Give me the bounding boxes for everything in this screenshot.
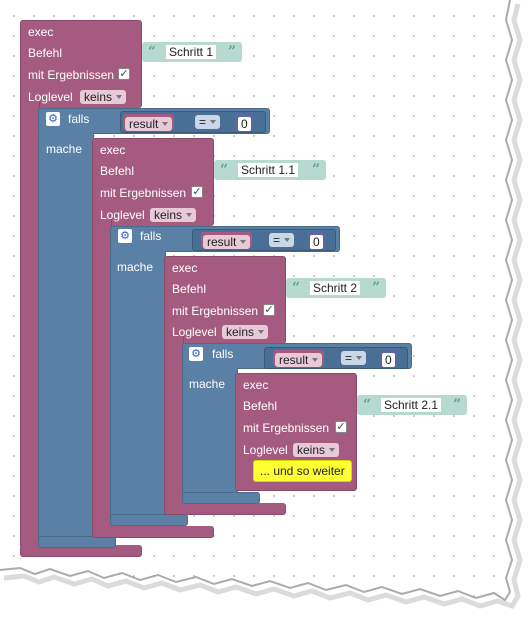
loglevel-dropdown[interactable]: keins — [150, 208, 197, 222]
gear-icon[interactable]: ⚙ — [189, 347, 203, 361]
mit-ergebnissen-label: mit Ergebnissen — [28, 68, 115, 82]
operator-dropdown[interactable]: = — [341, 351, 367, 365]
loglevel-label: Loglevel — [243, 443, 288, 457]
command-text-3[interactable]: Schritt 2 — [310, 281, 361, 295]
number-block-1[interactable]: 0 — [235, 114, 254, 131]
befehl-label: Befehl — [28, 46, 63, 60]
checkbox-checked-icon[interactable]: ✓ — [191, 186, 203, 198]
checkbox-checked-icon[interactable]: ✓ — [335, 421, 347, 433]
number-value[interactable]: 0 — [382, 353, 395, 367]
quote-open-icon: “ — [220, 162, 229, 178]
mache-label: mache — [117, 260, 154, 274]
if-block-2-bottom — [110, 514, 188, 526]
if-block-2-spine — [110, 250, 166, 526]
variable-dropdown[interactable]: result — [203, 235, 251, 249]
exec-block-2-spine — [92, 218, 112, 534]
number-value[interactable]: 0 — [238, 117, 251, 131]
quote-close-icon: ” — [371, 280, 380, 296]
quote-close-icon: ” — [227, 44, 236, 60]
loglevel-label: Loglevel — [28, 90, 73, 104]
mit-ergebnissen-label: mit Ergebnissen — [100, 186, 187, 200]
command-string-3[interactable]: “ Schritt 2 ” — [286, 278, 386, 298]
exec-label: exec — [28, 25, 54, 39]
loglevel-dropdown[interactable]: keins — [222, 325, 269, 339]
befehl-label: Befehl — [100, 164, 135, 178]
loglevel-dropdown[interactable]: keins — [80, 90, 127, 104]
operator-dropdown[interactable]: = — [195, 115, 221, 129]
exec-block-2-bottom — [92, 526, 214, 538]
command-string-2[interactable]: “ Schritt 1.1 ” — [214, 160, 326, 180]
loglevel-label: Loglevel — [172, 325, 217, 339]
gear-icon[interactable]: ⚙ — [46, 112, 60, 126]
variable-block-3[interactable]: result — [273, 350, 325, 367]
checkbox-checked-icon[interactable]: ✓ — [118, 68, 130, 80]
exec-block-3-bottom — [164, 503, 286, 515]
gear-icon[interactable]: ⚙ — [118, 229, 132, 243]
if-block-3-bottom — [182, 492, 260, 504]
if-block-1-spine — [38, 132, 94, 546]
command-text-2[interactable]: Schritt 1.1 — [238, 163, 299, 177]
quote-close-icon: ” — [311, 162, 320, 178]
mache-label: mache — [46, 142, 83, 156]
condition-block-1[interactable]: result = 0 — [120, 111, 266, 133]
command-text-4[interactable]: Schritt 2.1 — [381, 398, 442, 412]
command-string-4[interactable]: “ Schritt 2.1 ” — [357, 395, 467, 415]
exec-block-1-spine — [20, 100, 40, 548]
falls-label: falls — [212, 347, 234, 361]
falls-label: falls — [68, 112, 90, 126]
mache-label: mache — [189, 377, 226, 391]
mit-ergebnissen-label: mit Ergebnissen — [172, 304, 259, 318]
variable-block-2[interactable]: result — [201, 232, 253, 249]
falls-label: falls — [140, 229, 162, 243]
number-block-2[interactable]: 0 — [307, 232, 326, 249]
checkbox-checked-icon[interactable]: ✓ — [263, 304, 275, 316]
number-value[interactable]: 0 — [310, 235, 323, 249]
mit-ergebnissen-label: mit Ergebnissen — [243, 421, 330, 435]
loglevel-dropdown[interactable]: keins — [293, 443, 340, 457]
exec-label: exec — [172, 261, 198, 275]
loglevel-label: Loglevel — [100, 208, 145, 222]
command-string-1[interactable]: “ Schritt 1 ” — [142, 42, 242, 62]
befehl-label: Befehl — [172, 282, 207, 296]
variable-dropdown[interactable]: result — [125, 117, 173, 131]
quote-open-icon: “ — [292, 280, 301, 296]
exec-label: exec — [243, 378, 269, 392]
condition-block-3[interactable]: result = 0 — [264, 347, 408, 369]
command-text-1[interactable]: Schritt 1 — [166, 45, 217, 59]
befehl-label: Befehl — [243, 399, 278, 413]
variable-block-1[interactable]: result — [123, 114, 175, 131]
comment-note-block[interactable]: ... und so weiter — [253, 460, 352, 482]
quote-open-icon: “ — [363, 397, 372, 413]
variable-dropdown[interactable]: result — [275, 353, 323, 367]
operator-dropdown[interactable]: = — [269, 233, 295, 247]
number-block-3[interactable]: 0 — [379, 350, 398, 367]
exec-label: exec — [100, 143, 126, 157]
exec-block-3-spine — [164, 336, 184, 514]
condition-block-2[interactable]: result = 0 — [192, 229, 336, 251]
quote-close-icon: ” — [452, 397, 461, 413]
quote-open-icon: “ — [148, 44, 157, 60]
